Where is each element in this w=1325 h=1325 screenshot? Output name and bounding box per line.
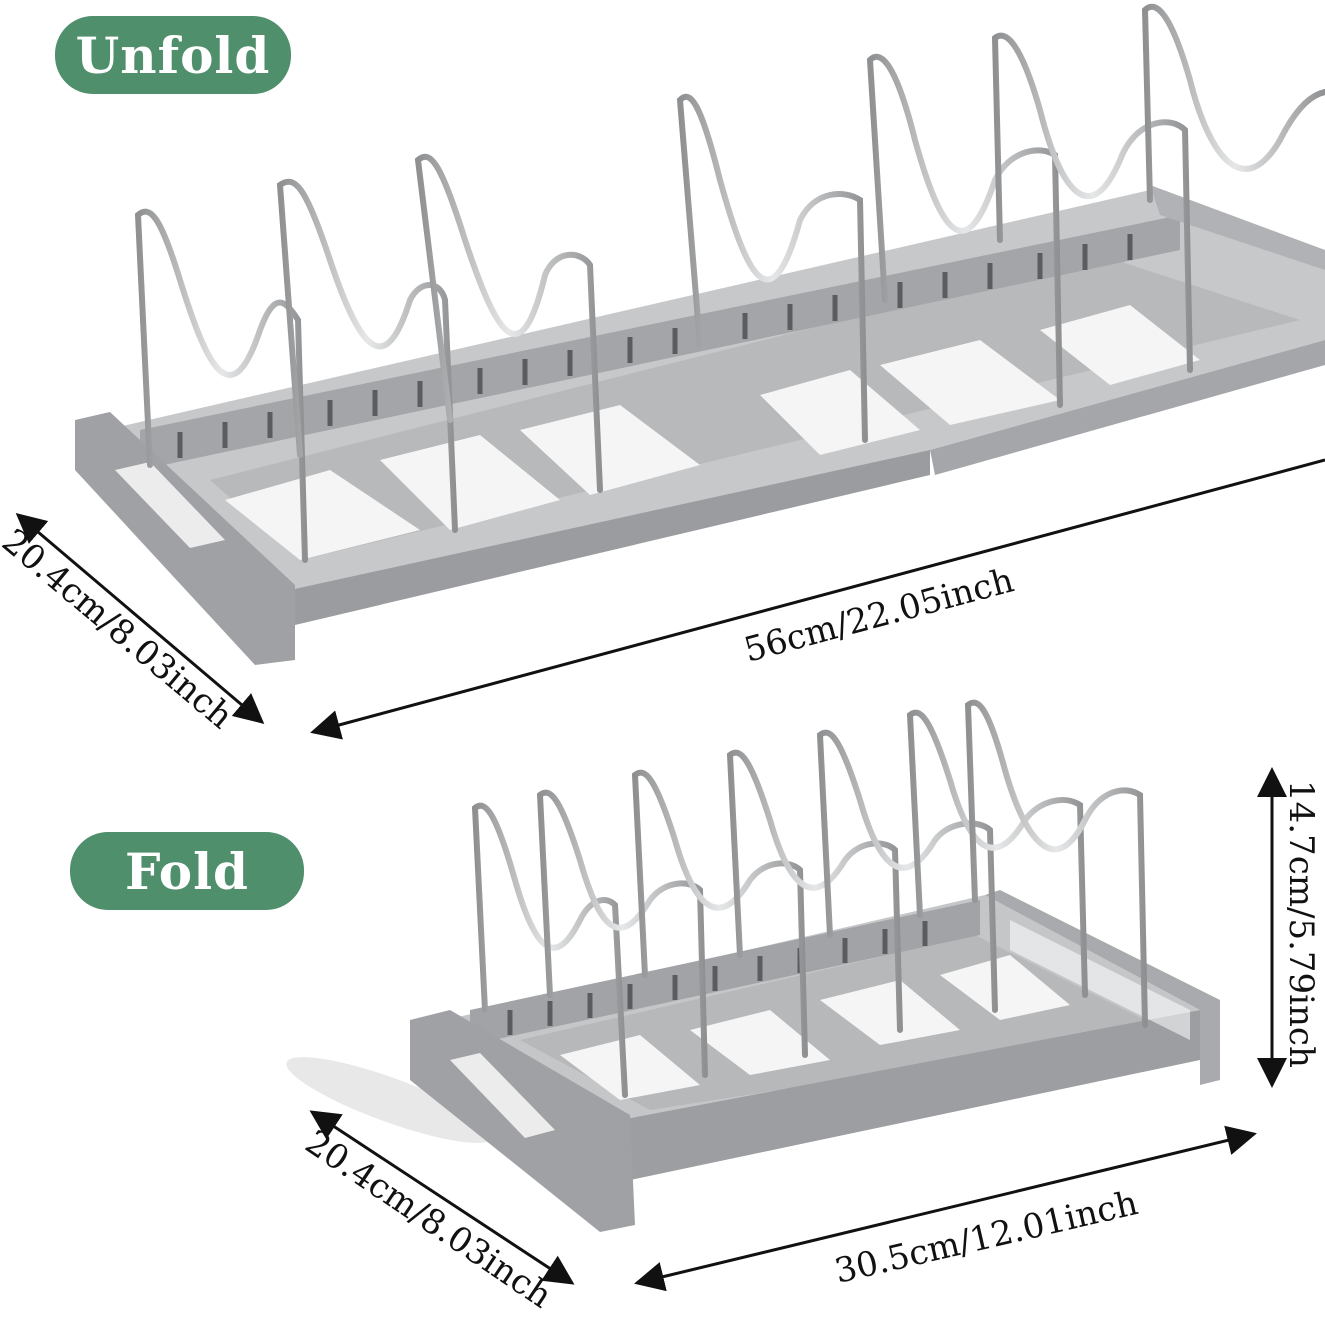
unfold-length-arrow bbox=[310, 458, 1325, 740]
unfolded-rack bbox=[75, 3, 1325, 665]
fold-depth-arrow bbox=[309, 1110, 575, 1285]
dimension-arrows bbox=[15, 458, 1325, 1292]
unfolded-rack-right-frame bbox=[1150, 185, 1325, 270]
fold-height-label: 14.7cm/5.79inch bbox=[1281, 780, 1321, 1068]
folded-rack bbox=[286, 699, 1220, 1232]
unfolded-rack-divider-slots bbox=[177, 234, 1133, 458]
unfolded-rack-wires bbox=[134, 3, 1325, 563]
folded-rack-slots bbox=[560, 955, 1070, 1100]
folded-rack-divider-strip bbox=[470, 900, 980, 1045]
fold-label: Fold bbox=[70, 832, 304, 910]
unfold-length-label: 56cm/22.05inch bbox=[740, 560, 1018, 670]
unfolded-rack-divider-strip bbox=[140, 215, 1180, 470]
unfolded-rack-slots bbox=[225, 305, 1200, 560]
unfolded-rack-front-rail-left bbox=[290, 450, 930, 625]
unfold-depth-arrow bbox=[15, 513, 265, 724]
unfold-label: Unfold bbox=[55, 16, 291, 94]
unfolded-rack-front-rail-right bbox=[930, 340, 1325, 475]
folded-rack-wires bbox=[471, 699, 1148, 1098]
fold-length-arrow bbox=[634, 1125, 1257, 1292]
folded-rack-right-frame bbox=[985, 890, 1220, 1085]
